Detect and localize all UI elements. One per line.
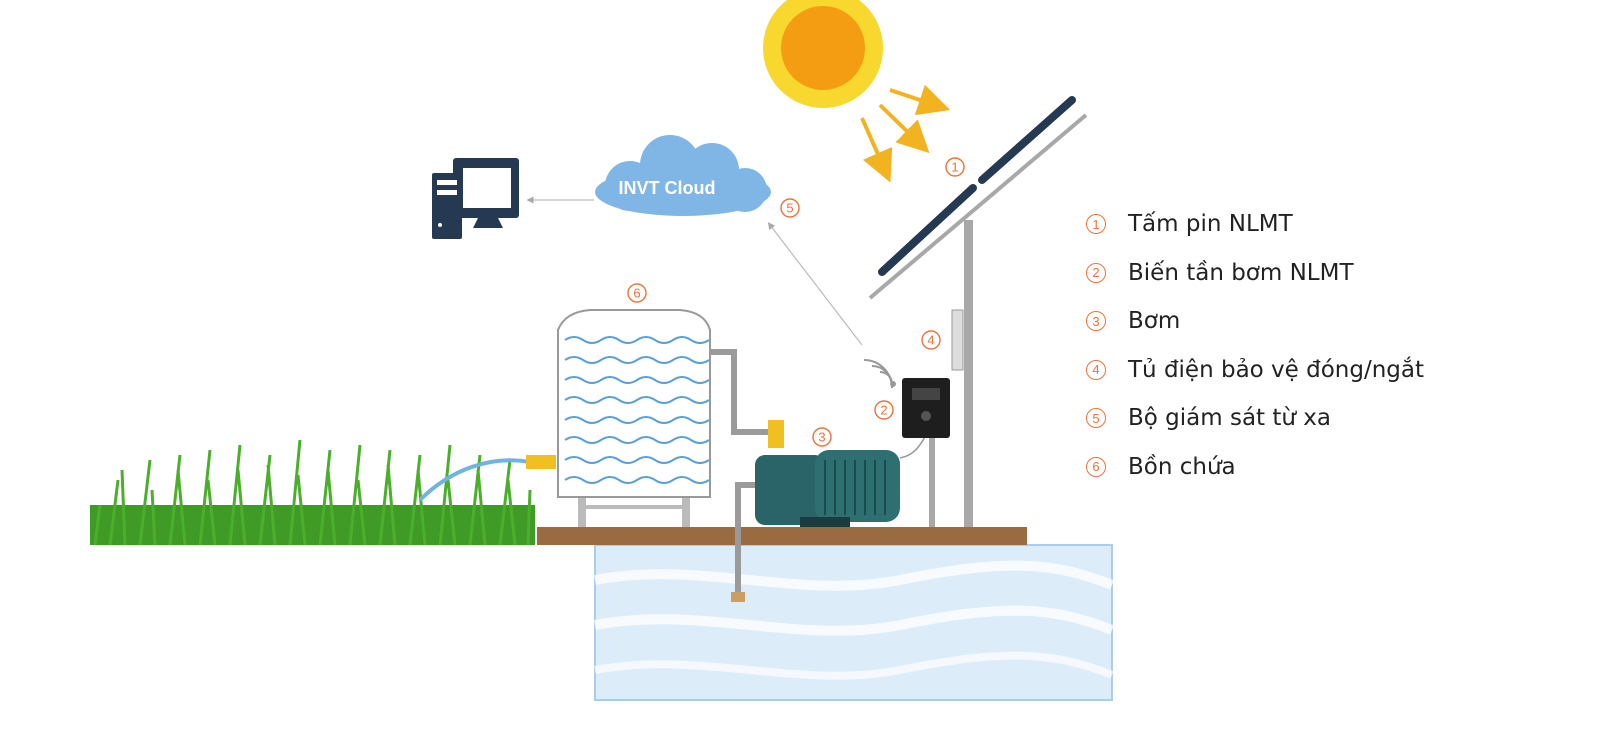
legend-item: 2 Biến tần bơm NLMT bbox=[1086, 249, 1424, 298]
wifi-icon bbox=[863, 359, 896, 389]
legend-label: Tấm pin NLMT bbox=[1128, 211, 1293, 238]
signal-line bbox=[767, 222, 863, 346]
legend-number: 3 bbox=[1086, 311, 1106, 332]
svg-text:4: 4 bbox=[927, 333, 934, 348]
sun-rays bbox=[860, 84, 951, 183]
protection-cabinet bbox=[951, 309, 964, 371]
legend-number: 2 bbox=[1086, 262, 1106, 283]
legend-item: 6 Bồn chứa bbox=[1086, 443, 1424, 492]
legend: 1 Tấm pin NLMT 2 Biến tần bơm NLMT 3 Bơm 4 T… bbox=[1086, 200, 1424, 491]
water-spray bbox=[418, 458, 531, 502]
sun-icon bbox=[763, 0, 883, 108]
legend-number: 5 bbox=[1086, 408, 1106, 429]
intake-strainer bbox=[731, 592, 745, 602]
grass bbox=[90, 439, 535, 546]
pump-valve bbox=[768, 420, 784, 448]
marker-5: 5 bbox=[780, 198, 800, 218]
marker-1: 1 bbox=[945, 157, 965, 177]
legend-label: Bơm bbox=[1128, 308, 1181, 335]
marker-2: 2 bbox=[874, 400, 894, 420]
water-reservoir bbox=[594, 544, 1114, 701]
cloud-icon bbox=[595, 135, 771, 216]
ground bbox=[537, 527, 1027, 545]
legend-label: Biến tần bơm NLMT bbox=[1128, 259, 1354, 286]
legend-item: 1 Tấm pin NLMT bbox=[1086, 200, 1424, 249]
panel-pole bbox=[964, 220, 973, 527]
legend-number: 6 bbox=[1086, 456, 1106, 477]
pump bbox=[755, 450, 900, 527]
marker-6: 6 bbox=[627, 283, 647, 303]
inverter bbox=[902, 378, 950, 438]
svg-text:3: 3 bbox=[818, 430, 825, 445]
svg-text:2: 2 bbox=[880, 403, 887, 418]
legend-item: 3 Bơm bbox=[1086, 297, 1424, 346]
svg-text:5: 5 bbox=[786, 201, 793, 216]
marker-3: 3 bbox=[812, 427, 832, 447]
solar-panel bbox=[878, 96, 1076, 276]
svg-text:6: 6 bbox=[633, 286, 640, 301]
legend-number: 4 bbox=[1086, 359, 1106, 380]
legend-label: Bồn chứa bbox=[1128, 453, 1236, 480]
cloud-label: INVT Cloud bbox=[619, 178, 716, 198]
panel-frame bbox=[868, 113, 1088, 300]
legend-number: 1 bbox=[1086, 214, 1106, 235]
water-tank bbox=[557, 309, 711, 527]
legend-item: 4 Tủ điện bảo vệ đóng/ngắt bbox=[1086, 346, 1424, 395]
computer-icon bbox=[432, 158, 519, 239]
legend-label: Bộ giám sát từ xa bbox=[1128, 405, 1331, 432]
legend-item: 5 Bộ giám sát từ xa bbox=[1086, 394, 1424, 443]
svg-text:1: 1 bbox=[951, 160, 958, 175]
legend-label: Tủ điện bảo vệ đóng/ngắt bbox=[1128, 356, 1425, 383]
pump-cable bbox=[899, 436, 926, 459]
tank-valve bbox=[526, 455, 556, 469]
marker-4: 4 bbox=[921, 330, 941, 350]
